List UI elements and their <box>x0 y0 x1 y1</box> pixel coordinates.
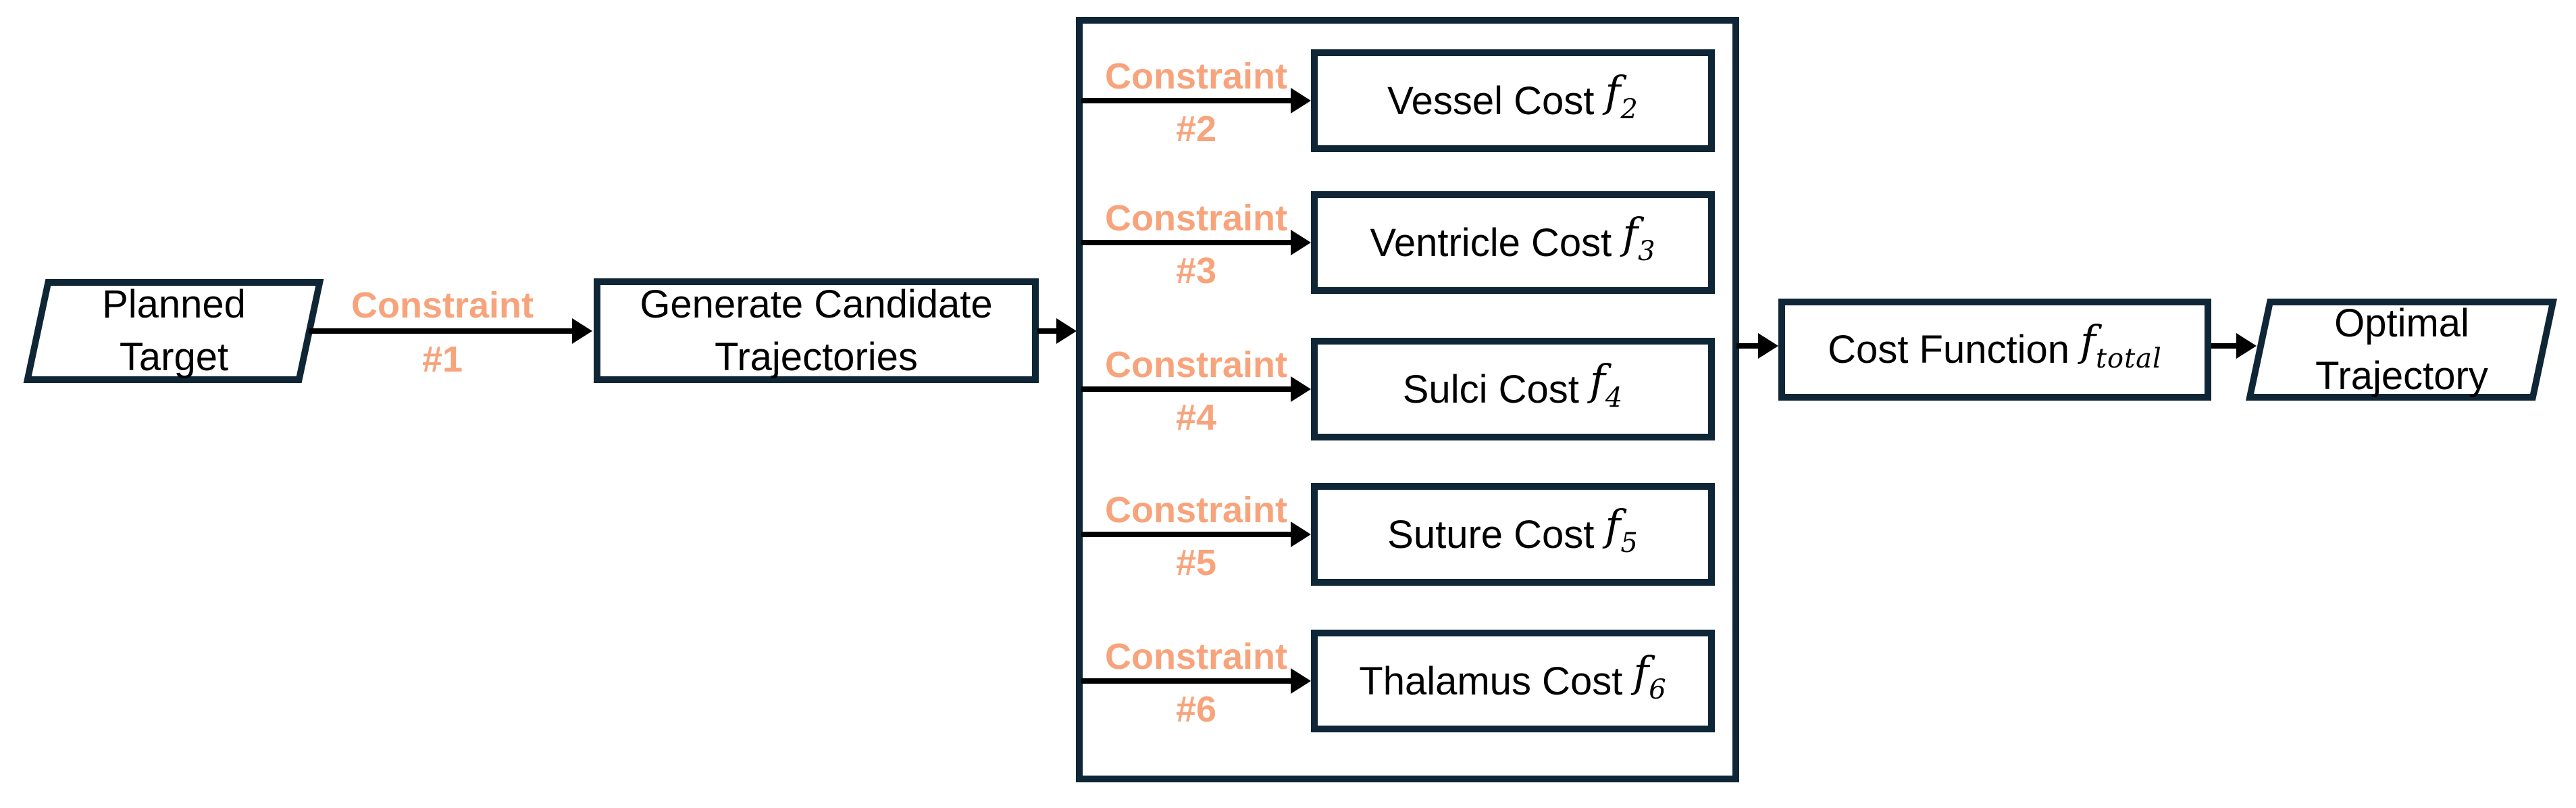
generate-candidates-label: Generate Candidate Trajectories <box>594 278 1039 383</box>
math-symbol-f: f2 <box>1605 67 1639 125</box>
constraint-3-word: Constraint <box>1105 198 1287 238</box>
constraint-5-number: #5 <box>1175 542 1217 583</box>
cost-name: Suture Cost <box>1387 512 1595 557</box>
math-symbol-f: f5 <box>1605 501 1639 559</box>
cost-function-box <box>1778 299 2211 401</box>
cost-name: Sulci Cost <box>1402 367 1579 411</box>
constraint-4-number: #4 <box>1175 397 1217 438</box>
cost-box-thalamus <box>1311 630 1715 732</box>
cost-box-sulci <box>1311 338 1715 440</box>
cost-box-thalamus-label: Thalamus Cost f6 <box>1311 630 1715 732</box>
constraint-5-word: Constraint <box>1105 490 1287 530</box>
math-subscript: 6 <box>1649 674 1667 705</box>
cost-box-sulci-label: Sulci Cost f4 <box>1311 338 1715 440</box>
cost-function-name: Cost Function <box>1828 328 2069 372</box>
math-subscript: total <box>2095 343 2162 374</box>
optimal-trajectory-line1: Optimal <box>2334 301 2469 345</box>
planned-target-line1: Planned <box>102 282 246 326</box>
math-symbol-f: f6 <box>1633 647 1667 705</box>
cost-box-vessel-label: Vessel Cost f2 <box>1311 49 1715 152</box>
cost-box-suture <box>1311 483 1715 586</box>
constraint-6-number: #6 <box>1175 689 1217 730</box>
math-subscript: 4 <box>1605 382 1624 413</box>
generate-candidates-line1: Generate Candidate <box>640 282 993 326</box>
constraint-6-word: Constraint <box>1105 636 1287 677</box>
constraint-arrow-3 <box>1081 240 1291 245</box>
cost-box-vessel <box>1311 49 1715 152</box>
math-symbol-f: f3 <box>1622 209 1656 267</box>
optimal-trajectory-line2: Trajectory <box>2315 353 2488 398</box>
constraint-arrow-2 <box>1081 98 1291 103</box>
math-subscript: 5 <box>1620 528 1639 559</box>
optimal-trajectory-label: Optimal Trajectory <box>2246 299 2558 401</box>
constraint-2-number: #2 <box>1175 109 1217 149</box>
constraint-4-word: Constraint <box>1105 345 1287 385</box>
cost-name: Thalamus Cost <box>1359 659 1623 703</box>
constraint-arrow-5 <box>1081 532 1291 537</box>
constraint-1-word: Constraint <box>351 285 534 326</box>
math-subscript: 3 <box>1638 236 1656 267</box>
cost-box-ventricle-label: Ventricle Cost f3 <box>1311 191 1715 294</box>
flow-arrow-3 <box>1736 343 1758 349</box>
constraint-1-number: #1 <box>421 339 463 380</box>
flow-arrow-2 <box>1037 328 1056 334</box>
generate-candidates-box <box>594 278 1039 383</box>
planned-target-label: Planned Target <box>22 279 326 383</box>
flow-arrow-1 <box>309 328 572 334</box>
cost-box-ventricle <box>1311 191 1715 294</box>
constraint-arrow-4 <box>1081 386 1291 392</box>
constraint-3-number: #3 <box>1175 251 1217 291</box>
generate-candidates-line2: Trajectories <box>715 334 918 379</box>
math-symbol-f: ftotal <box>2080 315 2162 374</box>
flow-arrow-4 <box>2211 343 2236 349</box>
constraint-arrow-6 <box>1081 678 1291 684</box>
math-symbol-f: f4 <box>1589 355 1624 413</box>
math-subscript: 2 <box>1620 94 1639 125</box>
cost-name: Ventricle Cost <box>1370 220 1612 265</box>
cost-name: Vessel Cost <box>1387 78 1595 123</box>
cost-box-suture-label: Suture Cost f5 <box>1311 483 1715 586</box>
constraint-2-word: Constraint <box>1105 56 1287 97</box>
cost-function-label: Cost Function ftotal <box>1778 299 2211 401</box>
planned-target-line2: Target <box>119 335 229 379</box>
